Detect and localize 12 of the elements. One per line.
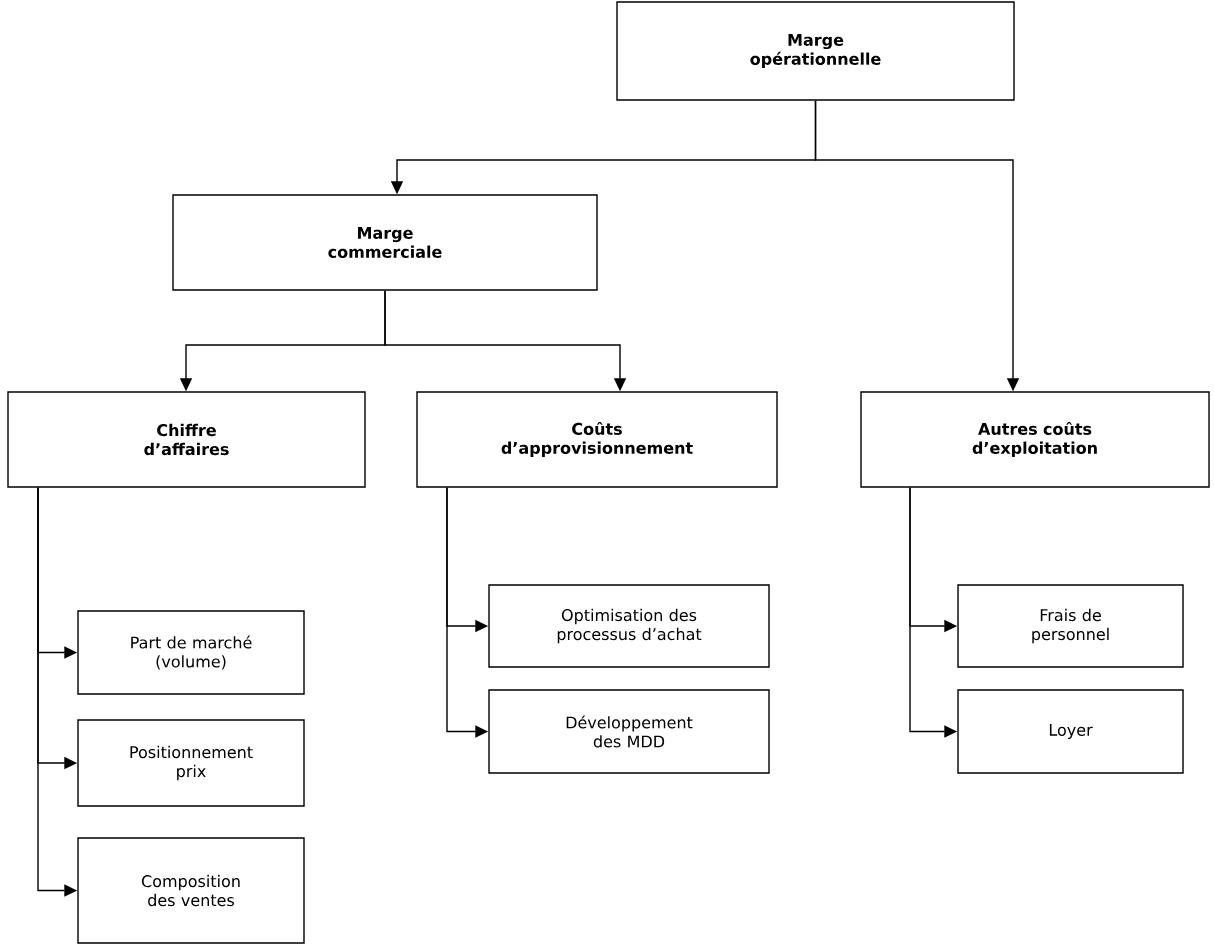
heading-box: Marge commerciale [172,194,598,291]
item-box: Développement des MDD [488,689,770,774]
item-box: Optimisation des processus d’achat [488,584,770,668]
item-box: Loyer [957,689,1184,774]
heading-box: Coûts d’approvisionnement [416,391,778,488]
heading-box: Autres coûts d’exploitation [860,391,1210,488]
heading-box: Chiffre d’affaires [7,391,366,488]
item-box: Composition des ventes [77,837,305,944]
item-box: Positionnement prix [77,719,305,807]
item-box: Frais de personnel [957,584,1184,668]
item-box: Part de marché (volume) [77,610,305,695]
heading-box: Marge opérationnelle [616,1,1015,101]
